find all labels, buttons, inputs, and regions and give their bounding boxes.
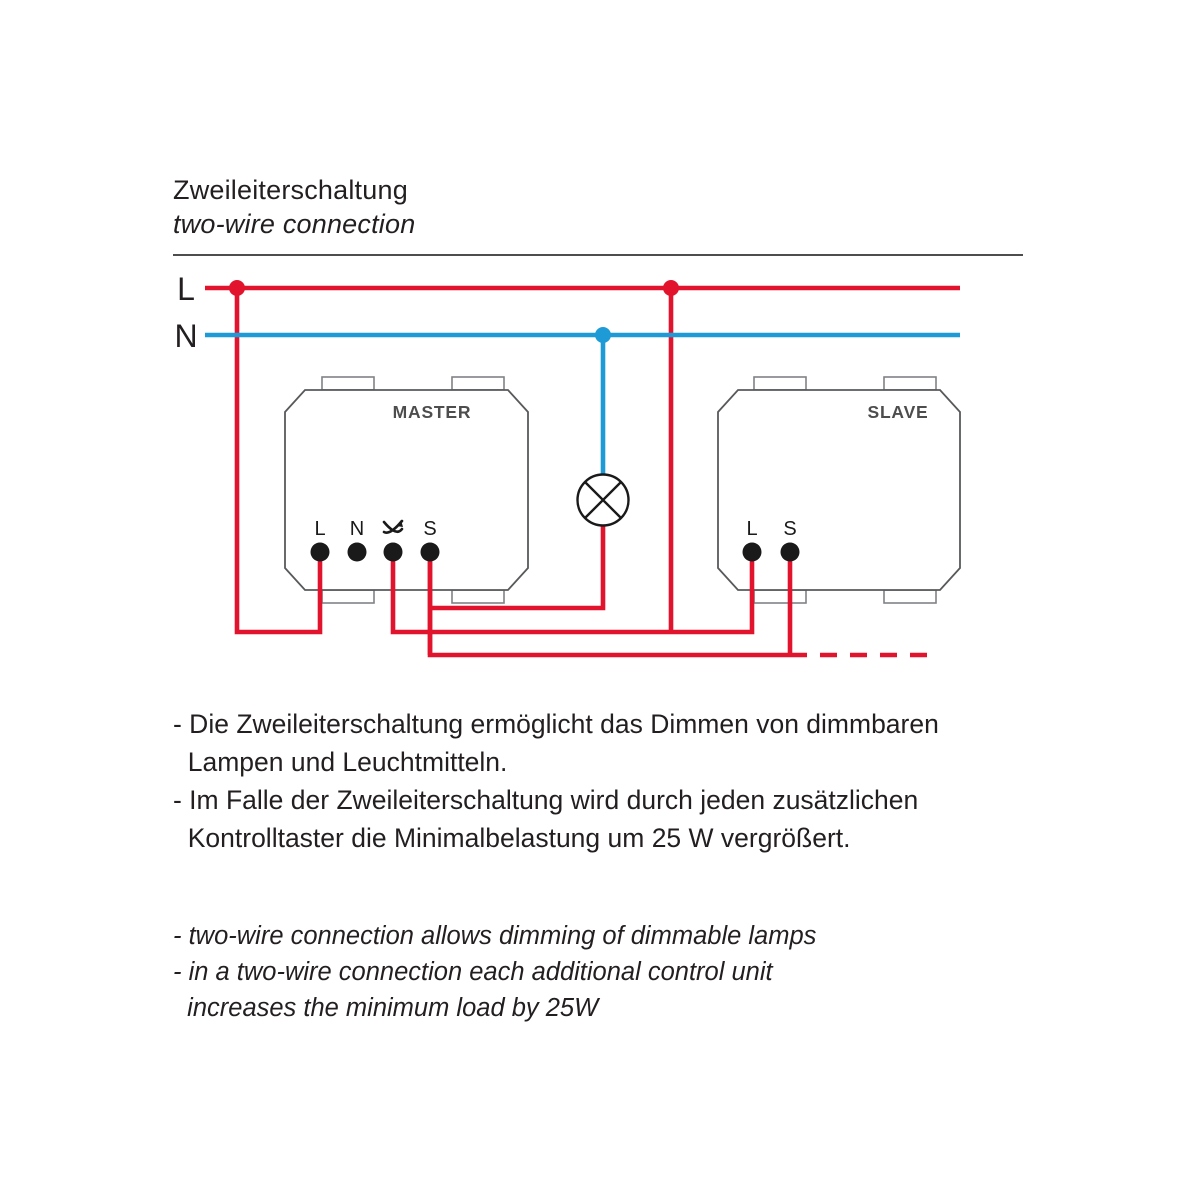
master-terminals: L N S [310,518,440,562]
live-lamp-to-master-s [430,525,606,611]
note-en-0: - two-wire connection allows dimming of … [173,922,817,950]
notes-german: - Die Zweileiterschaltung ermöglicht das… [173,705,1053,857]
live-drop-master-L [234,288,323,635]
master-label: MASTER [393,402,472,422]
note-de-3: Kontrolltaster die Minimalbelastung um 2… [173,823,851,853]
live-master-x-to-slave-L [390,552,755,635]
note-de-2: - Im Falle der Zweileiterschaltung wird … [173,785,919,815]
master-tab-top-left [321,376,375,391]
slave-tab-top-left [753,376,807,391]
slave-terminal-label-S: S [783,518,796,540]
junction-dot-live-master [229,280,245,296]
slave-body-outline [717,389,961,591]
slave-module: SLAVE [717,376,961,604]
master-terminal-dot-L [310,542,330,562]
master-terminal-dot-S [420,542,440,562]
title-block: Zweileiterschaltung two-wire connection [173,174,1033,241]
slave-tab-top-right [883,376,937,391]
master-terminal-label-S: S [423,518,436,540]
note-de-1: Lampen und Leuchtmitteln. [173,747,508,777]
master-tab-bottom-right [451,589,505,604]
lamp-icon [576,473,630,527]
master-body-outline [284,389,529,591]
neutral-wiring [205,332,960,475]
slave-tab-bottom-left [753,589,807,604]
note-en-2: increases the minimum load by 25W [173,994,599,1022]
slave-label: SLAVE [867,402,928,422]
slave-terminal-dot-L [742,542,762,562]
title-english: two-wire connection [173,209,416,239]
master-terminal-label-N: N [350,518,364,540]
rail-label-live: L [177,271,195,307]
slave-terminal-label-L: L [746,518,757,540]
title-german: Zweileiterschaltung [173,175,408,205]
junction-dot-live-slave [663,280,679,296]
master-terminal-label-L: L [314,518,325,540]
title-divider [173,254,1023,256]
master-terminal-dot-N [347,542,367,562]
master-tab-bottom-left [321,589,375,604]
rail-label-neutral: N [174,318,197,354]
note-en-1: - in a two-wire connection each addition… [173,958,773,986]
slave-terminal-dot-S [780,542,800,562]
master-terminal-label-cross-icon [382,519,404,534]
master-tab-top-right [451,376,505,391]
slave-terminals: L S [742,518,800,562]
notes-english: - two-wire connection allows dimming of … [173,918,1053,1026]
slave-tab-bottom-right [883,589,937,604]
junction-dot-neutral-lamp [595,327,611,343]
note-de-0: - Die Zweileiterschaltung ermöglicht das… [173,709,939,739]
master-module: MASTER [284,376,529,604]
master-terminal-dot-cross [383,542,403,562]
live-wiring [205,285,960,658]
